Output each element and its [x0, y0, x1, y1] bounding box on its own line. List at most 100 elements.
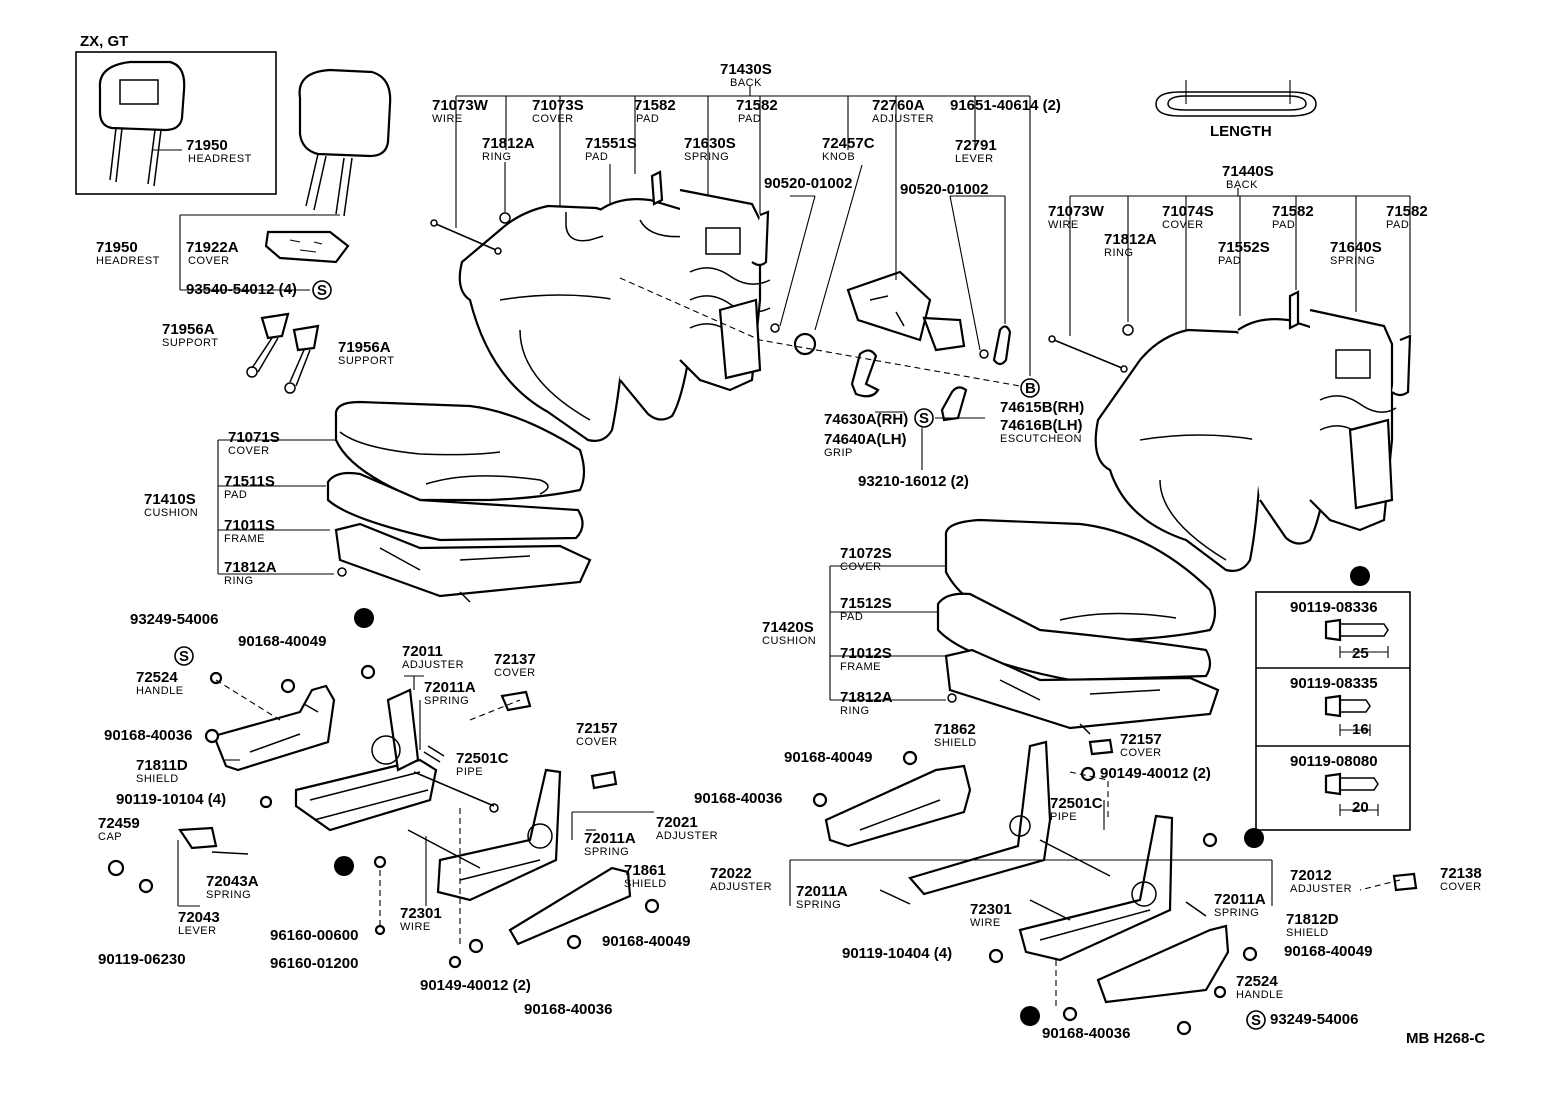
part-number: 71582	[1386, 203, 1428, 220]
b-symbol	[1020, 378, 1040, 398]
part-description: CUSHION	[144, 507, 198, 519]
part-number: 90149-40012 (2)	[420, 977, 531, 994]
part-callout: 90119-06230	[98, 951, 186, 968]
part-number: 71073W	[1048, 203, 1105, 220]
left-cushion-pad-drawing	[326, 471, 584, 542]
part-callout: 90168-40049	[1284, 943, 1372, 960]
part-number: 93249-54006	[130, 611, 218, 628]
part-description: CUSHION	[762, 635, 816, 647]
ring-right-cushion-drawing	[947, 693, 957, 703]
part-number: 72011	[402, 643, 443, 660]
part-callout: 90520-01002	[764, 175, 852, 192]
part-callout: 93249-54006	[130, 611, 218, 628]
bolt-part-number: 90119-08336	[1290, 599, 1378, 616]
left-shield-drawing	[212, 684, 336, 772]
bolt-length: 20	[1352, 799, 1369, 816]
variant-label: ZX, GT	[80, 33, 128, 50]
bolt-right-90168-40049-drawing	[902, 750, 918, 766]
part-description: FRAME	[840, 661, 881, 673]
part-callout: 93249-54006	[1270, 1011, 1358, 1028]
part-description: FRAME	[224, 533, 265, 545]
part-number: 72022	[710, 865, 752, 882]
headrest-zxgt-drawing	[98, 60, 186, 187]
left-lever-spring-drawing	[211, 851, 249, 855]
left-seat-back-cover	[458, 204, 630, 442]
pad-strip-left-drawing	[650, 170, 664, 206]
part-description: PAD	[1386, 219, 1409, 231]
right-pipe-drawing	[1039, 839, 1111, 877]
filled-marker-1	[354, 608, 374, 628]
part-number: 72457C	[822, 135, 875, 152]
filled-marker-5	[1350, 566, 1370, 586]
wire-right-drawing	[1053, 339, 1123, 369]
part-description: PAD	[224, 489, 247, 501]
right-cover-drawing	[1088, 738, 1114, 756]
part-number: 71511S	[224, 473, 275, 490]
part-description: PAD	[585, 151, 608, 163]
part-number: 90168-40036	[524, 1001, 612, 1018]
s-symbol-letter: S	[317, 282, 327, 299]
cap-drawing	[107, 859, 125, 877]
part-number: 72011A	[424, 679, 476, 696]
left-cover-drawing	[500, 690, 532, 712]
right-seat-back-spring-frame-drawing	[1309, 308, 1397, 532]
left-cushion-frame-drawing	[334, 522, 592, 603]
bolt-length: 25	[1352, 645, 1369, 662]
right-spring-drawing	[879, 889, 911, 905]
part-description: SPRING	[796, 899, 841, 911]
part-number: 71862	[934, 721, 976, 738]
part-callout: 90168-40036	[104, 727, 192, 744]
part-number: 72459	[98, 815, 140, 832]
bolt-part-number: 90119-08080	[1290, 753, 1378, 770]
callout-layer: 71950HEADREST71950HEADREST71922ACOVER935…	[96, 61, 1482, 1042]
left-recliner-drawing	[436, 768, 562, 902]
part-number: 74630A(RH)	[824, 411, 908, 428]
part-number: 71812A	[840, 689, 893, 706]
part-number: 93540-54012 (4)	[186, 281, 297, 298]
left-pipe-drawing	[413, 771, 495, 807]
part-number: 90168-40049	[784, 749, 872, 766]
part-callout: 90168-40049	[784, 749, 872, 766]
part-number: 72157	[1120, 731, 1162, 748]
part-callout: 90168-40036	[1042, 1025, 1130, 1042]
part-description: WIRE	[400, 921, 431, 933]
grip-drawing	[850, 349, 880, 398]
part-number: 71552S	[1218, 239, 1270, 256]
part-number: 90119-06230	[98, 951, 186, 968]
diagram-code: MB H268-C	[1406, 1030, 1485, 1047]
part-number: 72043	[178, 909, 220, 926]
filled-marker-4	[1020, 1006, 1040, 1026]
part-number: 71922A	[186, 239, 239, 256]
part-callout: 90168-40036	[524, 1001, 612, 1018]
support-right-drawing	[284, 324, 320, 394]
right-inner-shield-drawing	[824, 764, 972, 848]
s-symbol-letter: S	[919, 410, 929, 427]
length-symbol	[1155, 80, 1317, 117]
part-number: 71640S	[1330, 239, 1382, 256]
part-description: ADJUSTER	[656, 830, 718, 842]
part-description: PAD	[738, 113, 761, 125]
part-number: 72301	[970, 901, 1012, 918]
filled-marker-3	[1244, 828, 1264, 848]
